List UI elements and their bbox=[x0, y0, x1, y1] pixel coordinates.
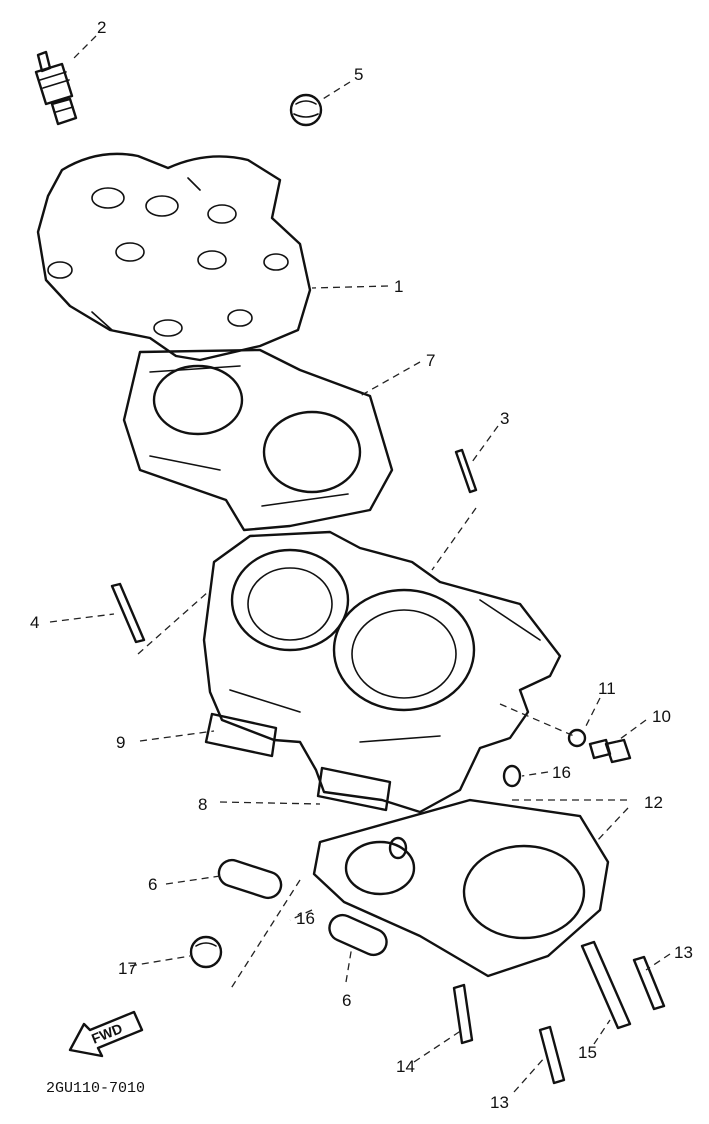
callout-11: 11 bbox=[598, 679, 616, 698]
cylinder-head bbox=[36, 152, 312, 362]
nut bbox=[189, 935, 223, 969]
spark-plug bbox=[34, 50, 78, 126]
callout-5: 5 bbox=[354, 65, 363, 84]
callout-10: 10 bbox=[652, 707, 671, 726]
drawing-code: 2GU110-7010 bbox=[46, 1080, 145, 1097]
callout-9: 9 bbox=[116, 733, 125, 752]
base-gasket bbox=[312, 798, 610, 978]
callout-14: 14 bbox=[396, 1057, 415, 1076]
stud-13-upper bbox=[632, 955, 666, 1011]
o-ring-upper bbox=[217, 858, 283, 900]
exhaust-sleeve-9 bbox=[204, 712, 278, 758]
dowel-pin-16-upper bbox=[502, 764, 522, 788]
callout-12: 12 bbox=[644, 793, 663, 812]
callout-16-upper: 16 bbox=[552, 763, 571, 782]
dowel-pin-3 bbox=[454, 448, 478, 494]
washer bbox=[567, 728, 587, 748]
leader-lines bbox=[49, 35, 671, 1093]
callout-1: 1 bbox=[394, 277, 403, 296]
exhaust-sleeve-8 bbox=[316, 766, 392, 812]
head-gasket bbox=[122, 348, 394, 532]
stud-15 bbox=[580, 940, 632, 1030]
dowel-pin-4 bbox=[110, 582, 146, 644]
callout-3: 3 bbox=[500, 409, 509, 428]
callout-7: 7 bbox=[426, 351, 435, 370]
callout-16-lower: 16 bbox=[296, 909, 315, 928]
callout-6-lower: 6 bbox=[342, 991, 351, 1010]
stud-13-lower bbox=[538, 1025, 566, 1085]
fwd-arrow-icon: FWD bbox=[68, 1010, 144, 1058]
bolt bbox=[588, 738, 632, 764]
stud-14 bbox=[452, 983, 474, 1045]
callout-4: 4 bbox=[30, 613, 39, 632]
callout-13-lower: 13 bbox=[490, 1093, 509, 1112]
callout-13-upper: 13 bbox=[674, 943, 693, 962]
cap-nut bbox=[289, 93, 323, 127]
callout-2: 2 bbox=[97, 18, 106, 37]
callout-8: 8 bbox=[198, 795, 207, 814]
callout-15: 15 bbox=[578, 1043, 597, 1062]
dowel-pin-16-lower bbox=[388, 836, 408, 860]
fwd-label: FWD bbox=[89, 1020, 125, 1047]
callout-6-upper: 6 bbox=[148, 875, 157, 894]
o-ring-lower bbox=[328, 913, 388, 957]
callout-17: 17 bbox=[118, 959, 137, 978]
cylinder-block bbox=[202, 530, 562, 814]
